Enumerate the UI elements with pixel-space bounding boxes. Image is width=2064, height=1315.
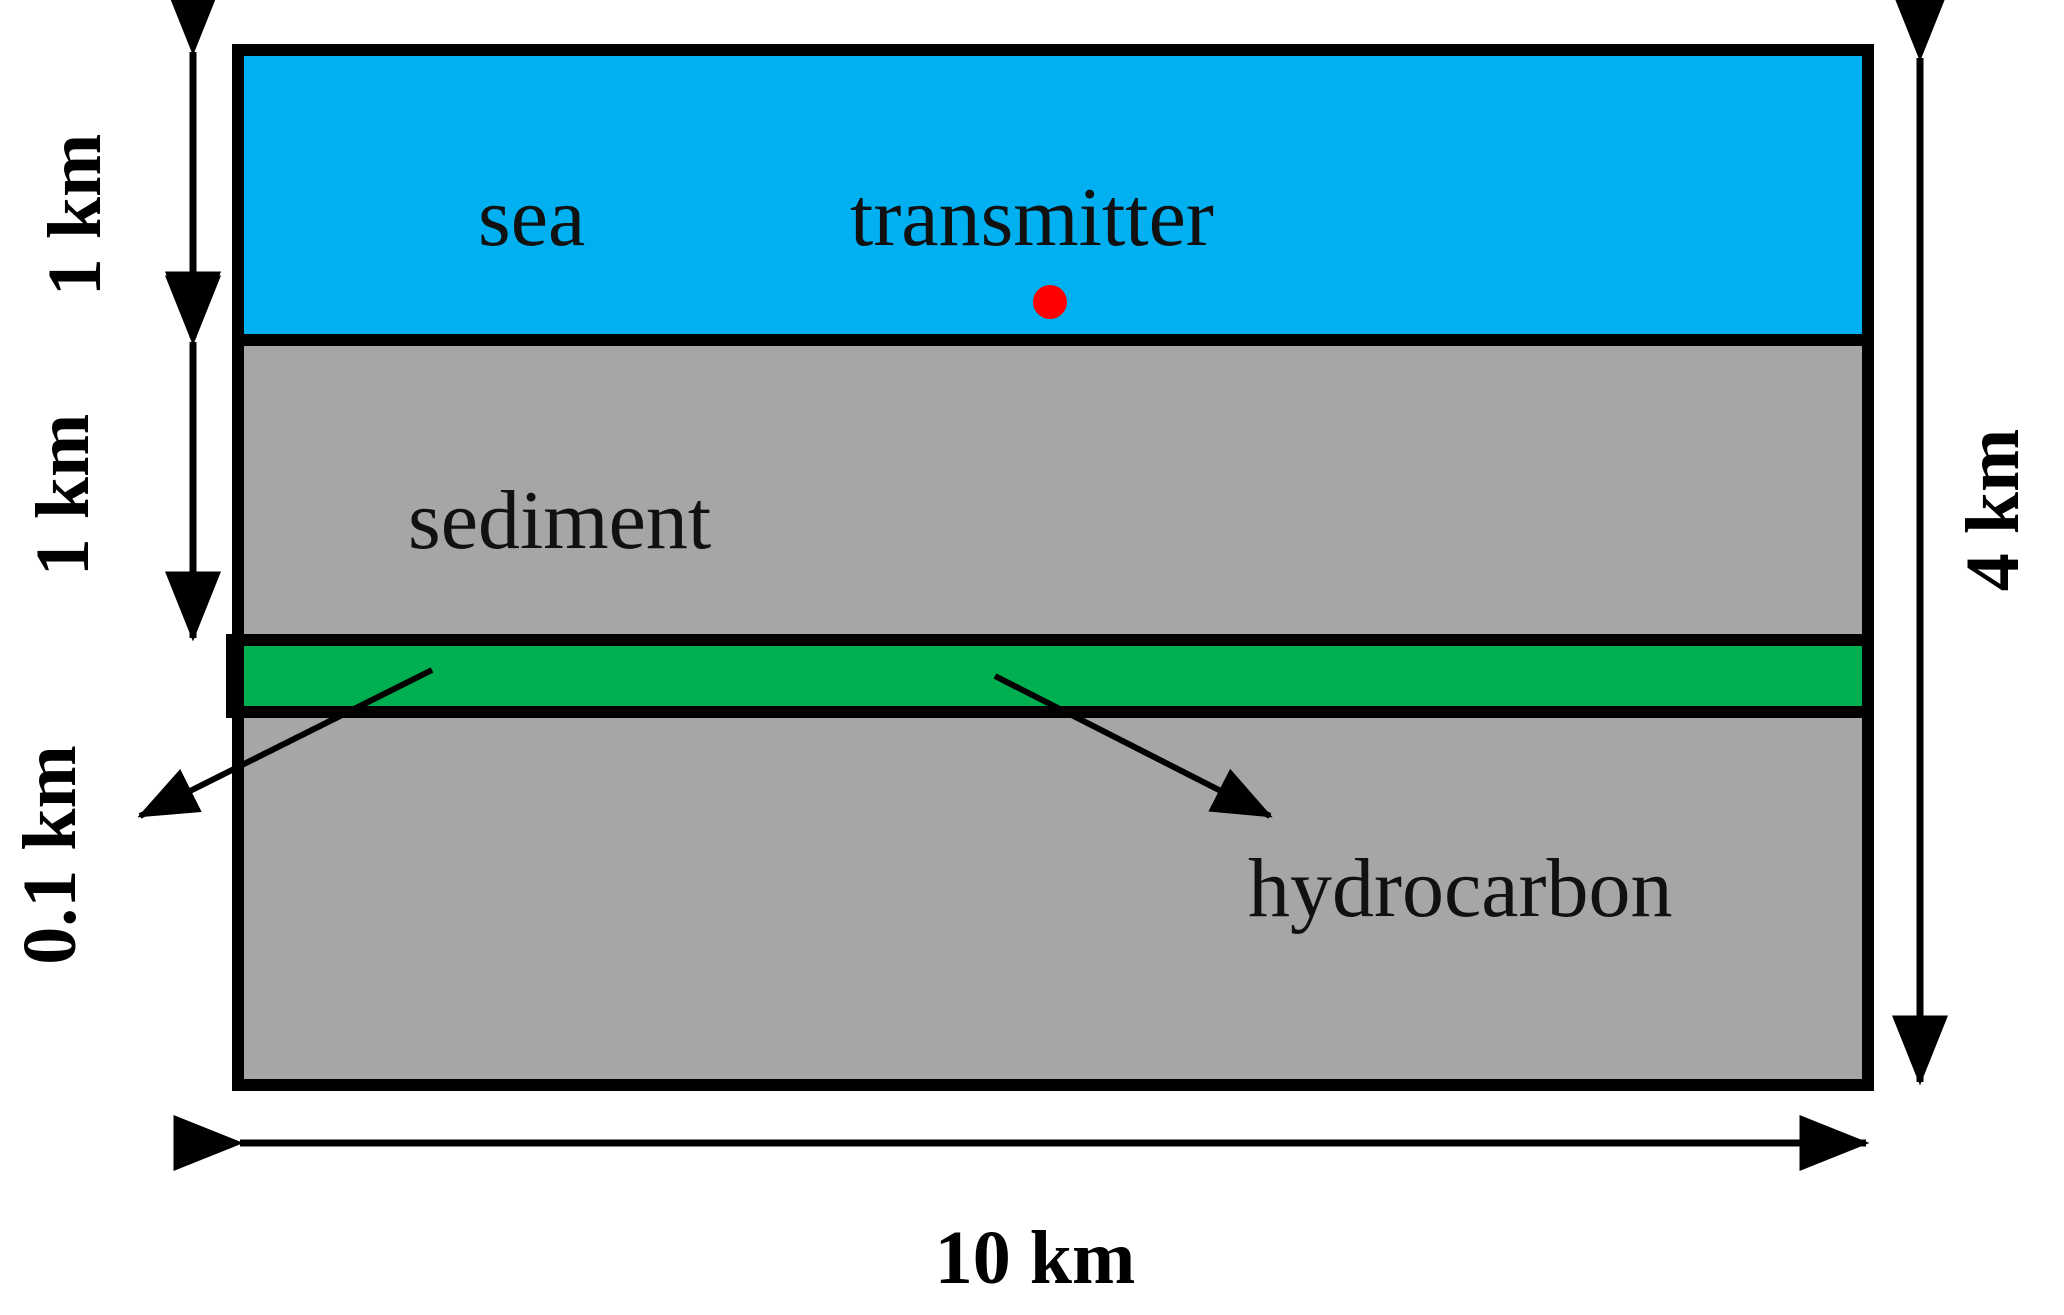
- total-depth-label: 4 km: [1951, 429, 2035, 592]
- sediment-layer-upper: [238, 340, 1868, 640]
- sediment-layer-lower: [238, 712, 1868, 1085]
- hydrocarbon-outline: [226, 634, 1874, 718]
- hydrocarbon-layer: [238, 640, 1868, 712]
- hydrocarbon-pointer-left: [137, 667, 434, 819]
- transmitter-dot: [1033, 285, 1067, 319]
- hydrocarbon-thickness-label: 0.1 km: [8, 745, 92, 965]
- sea-label: sea: [478, 171, 585, 264]
- hydrocarbon-label: hydrocarbon: [1248, 842, 1673, 935]
- width-label: 10 km: [935, 1216, 1136, 1300]
- sea-thickness-label: 1 km: [33, 134, 117, 297]
- model-outline: [232, 44, 1874, 1091]
- sediment-thickness-label: 1 km: [21, 414, 105, 577]
- hydrocarbon-pointer-right: [993, 673, 1273, 819]
- transmitter-label: transmitter: [850, 171, 1214, 264]
- sediment-label: sediment: [408, 474, 711, 567]
